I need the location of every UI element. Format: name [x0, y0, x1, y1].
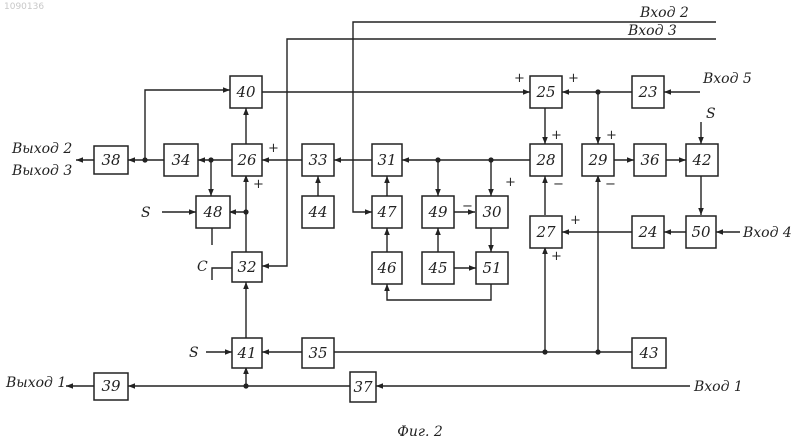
block-42: 42	[686, 144, 718, 176]
block-27: 27	[530, 216, 562, 248]
signal-labels: S S S C	[141, 106, 716, 361]
block-33: 33	[302, 144, 334, 176]
output-label-vykhod3: Выход 3	[11, 163, 72, 179]
block-43: 43	[632, 338, 666, 368]
block-36: 36	[634, 144, 666, 176]
block-48: 48	[196, 196, 230, 228]
block-46: 46	[372, 252, 402, 284]
s-label: S	[141, 205, 151, 221]
block-31: 31	[372, 144, 402, 176]
block-25: 25	[530, 76, 562, 108]
block-label: 42	[691, 151, 711, 169]
block-29: 29	[582, 144, 614, 176]
block-label: 35	[308, 344, 327, 362]
minus-sign: −	[553, 177, 564, 192]
block-label: 49	[427, 203, 448, 221]
block-24: 24	[632, 216, 664, 248]
block-50: 50	[686, 216, 716, 248]
minus-sign: −	[605, 177, 616, 192]
block-label: 47	[376, 203, 397, 221]
block-44: 44	[302, 196, 334, 228]
input-label-vkhod2: Вход 2	[639, 5, 689, 21]
block-label: 23	[637, 83, 657, 101]
block-label: 50	[691, 223, 711, 241]
plus-sign: +	[568, 71, 579, 86]
block-28: 28	[530, 144, 562, 176]
plus-sign: +	[551, 249, 562, 264]
block-label: 45	[427, 259, 447, 277]
input-label-vkhod3: Вход 3	[627, 23, 677, 39]
block-label: 46	[376, 259, 397, 277]
block-40: 40	[230, 76, 262, 108]
block-label: 40	[235, 83, 256, 101]
block-label: 41	[236, 344, 256, 362]
output-label-vykhod1: Выход 1	[5, 375, 66, 391]
input-label-vkhod4: Вход 4	[742, 225, 792, 241]
plus-sign: +	[268, 141, 279, 156]
block-label: 24	[637, 223, 657, 241]
input-label-vkhod1: Вход 1	[693, 379, 743, 395]
block-30: 30	[476, 196, 508, 228]
block-label: 27	[535, 223, 556, 241]
plus-sign: +	[551, 128, 562, 143]
plus-sign: +	[253, 177, 264, 192]
junction-dot	[595, 89, 600, 94]
plus-sign: +	[514, 71, 525, 86]
block-label: 28	[535, 151, 555, 169]
junction-dot	[488, 157, 493, 162]
wire-c-32	[212, 268, 232, 280]
junction-dot	[243, 383, 248, 388]
block-label: 44	[307, 203, 327, 221]
block-label: 29	[587, 151, 608, 169]
block-label: 36	[640, 151, 660, 169]
block-label: 51	[482, 259, 501, 277]
plus-sign: +	[570, 213, 581, 228]
junction-dot	[208, 157, 213, 162]
block-35: 35	[302, 338, 334, 368]
minus-sign: −	[462, 199, 473, 214]
block-32: 32	[232, 252, 262, 282]
block-23: 23	[632, 76, 664, 108]
wire-vkhod2-47	[353, 22, 716, 212]
block-label: 33	[308, 151, 327, 169]
block-label: 30	[482, 203, 502, 221]
block-label: 39	[101, 377, 121, 395]
block-39: 39	[94, 373, 128, 400]
block-label: 25	[535, 83, 555, 101]
s-label: S	[189, 345, 199, 361]
block-label: 38	[101, 151, 120, 169]
block-label: 37	[353, 378, 373, 396]
block-label: 48	[202, 203, 222, 221]
plus-sign: +	[505, 175, 516, 190]
block-49: 49	[422, 196, 454, 228]
block-34: 34	[164, 144, 198, 176]
output-label-vykhod2: Выход 2	[11, 141, 72, 157]
junction-dot	[595, 349, 600, 354]
block-label: 34	[171, 151, 190, 169]
block-label: 31	[377, 151, 396, 169]
input-label-vkhod5: Вход 5	[702, 71, 752, 87]
c-label: C	[197, 259, 208, 275]
block-38: 38	[94, 146, 128, 174]
plus-sign: +	[606, 128, 617, 143]
block-47: 47	[372, 196, 402, 228]
junction-dot	[542, 349, 547, 354]
s-label: S	[706, 106, 716, 122]
corner-id: 1090136	[4, 2, 44, 12]
block-51: 51	[476, 252, 508, 284]
block-label: 32	[237, 258, 256, 276]
block-label: 26	[236, 151, 257, 169]
block-37: 37	[350, 372, 376, 402]
wire-51-46	[387, 284, 491, 300]
block-41: 41	[232, 338, 262, 368]
junction-dot	[243, 209, 248, 214]
block-45: 45	[422, 252, 454, 284]
block-26: 26	[232, 144, 262, 176]
block-label: 43	[638, 344, 658, 362]
figure-caption: Фиг. 2	[397, 424, 443, 440]
junction-dot	[142, 157, 147, 162]
junction-dot	[435, 157, 440, 162]
